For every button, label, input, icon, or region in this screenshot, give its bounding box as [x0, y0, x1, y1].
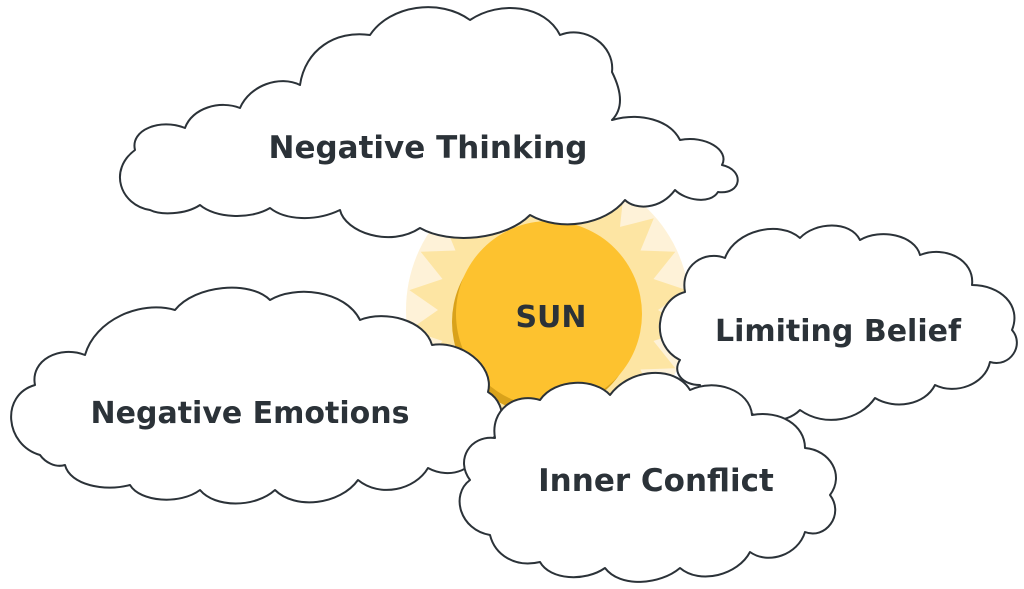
cloud-negative-emotions: Negative Emotions — [10, 286, 503, 505]
cloud-limiting-belief-label: Limiting Belief — [715, 314, 962, 349]
cloud-inner-conflict: Inner Conflict — [458, 371, 837, 583]
cloud-negative-emotions-label: Negative Emotions — [91, 396, 410, 431]
cloud-negative-thinking-label: Negative Thinking — [269, 130, 588, 166]
sun-body — [456, 221, 642, 407]
cloud-negative-emotions-shape — [10, 286, 503, 505]
cloud-limiting-belief: Limiting Belief — [658, 224, 1018, 422]
sun-label: SUN — [515, 300, 586, 335]
cloud-negative-thinking-shape — [119, 6, 739, 239]
cloud-negative-thinking: Negative Thinking — [119, 6, 739, 239]
cloud-inner-conflict-shape — [458, 371, 837, 583]
cloud-inner-conflict-label: Inner Conflict — [538, 463, 774, 499]
